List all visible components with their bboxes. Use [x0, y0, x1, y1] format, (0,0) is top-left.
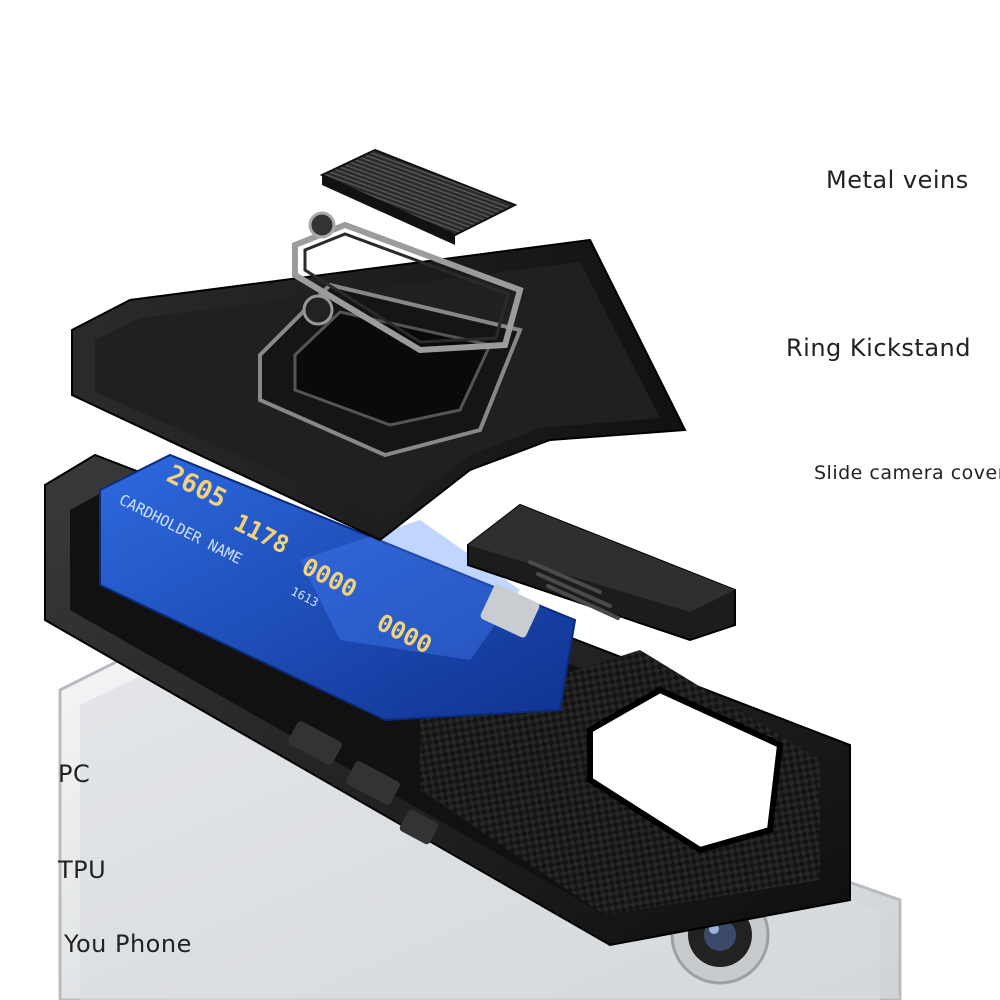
- metal-veins-plate: [319, 148, 518, 245]
- camera-cutout: [587, 686, 784, 854]
- label-pc: PC: [58, 760, 91, 788]
- credit-card: 2605 CARDHOLDER NAME 1178 0000 0000 1613: [99, 453, 577, 722]
- card-chip: [480, 584, 540, 638]
- label-tpu: TPU: [58, 856, 107, 884]
- slide-camera-cover: [467, 503, 736, 642]
- label-slide-camera-cover: Slide camera cover: [814, 462, 1000, 484]
- side-buttons: [288, 721, 439, 845]
- label-ring-kickstand: Ring Kickstand: [786, 334, 971, 362]
- label-metal-veins: Metal veins: [826, 166, 969, 194]
- metal-ring-frame: [292, 211, 524, 354]
- label-you-phone: You Phone: [64, 930, 192, 958]
